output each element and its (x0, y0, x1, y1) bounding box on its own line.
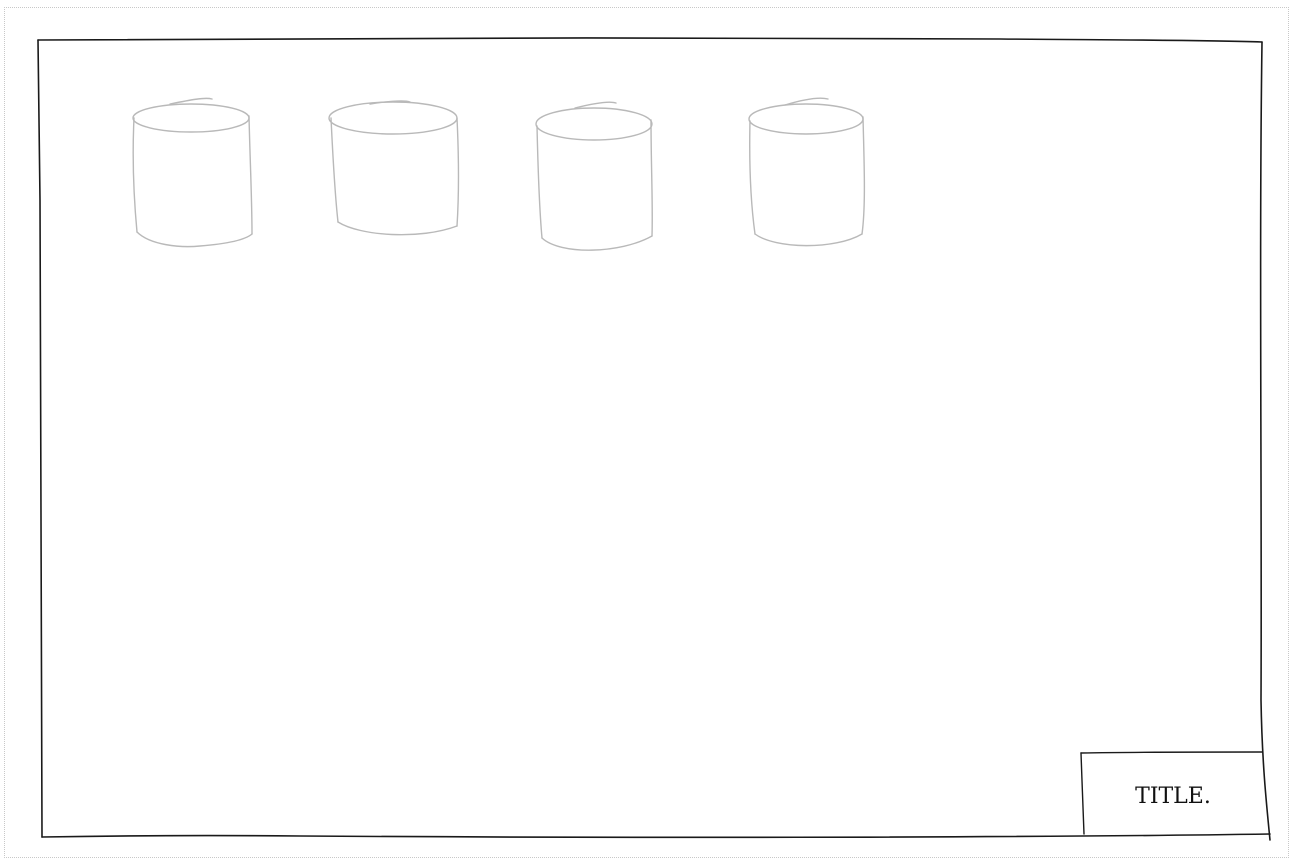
frame-outline (38, 38, 1270, 840)
title-label: TITLE. (1083, 753, 1263, 835)
cylinder-1 (133, 98, 252, 246)
cylinder-3 (536, 102, 652, 250)
cylinder-group (133, 98, 864, 250)
cylinder-4 (749, 98, 864, 245)
cylinder-2 (329, 101, 459, 235)
